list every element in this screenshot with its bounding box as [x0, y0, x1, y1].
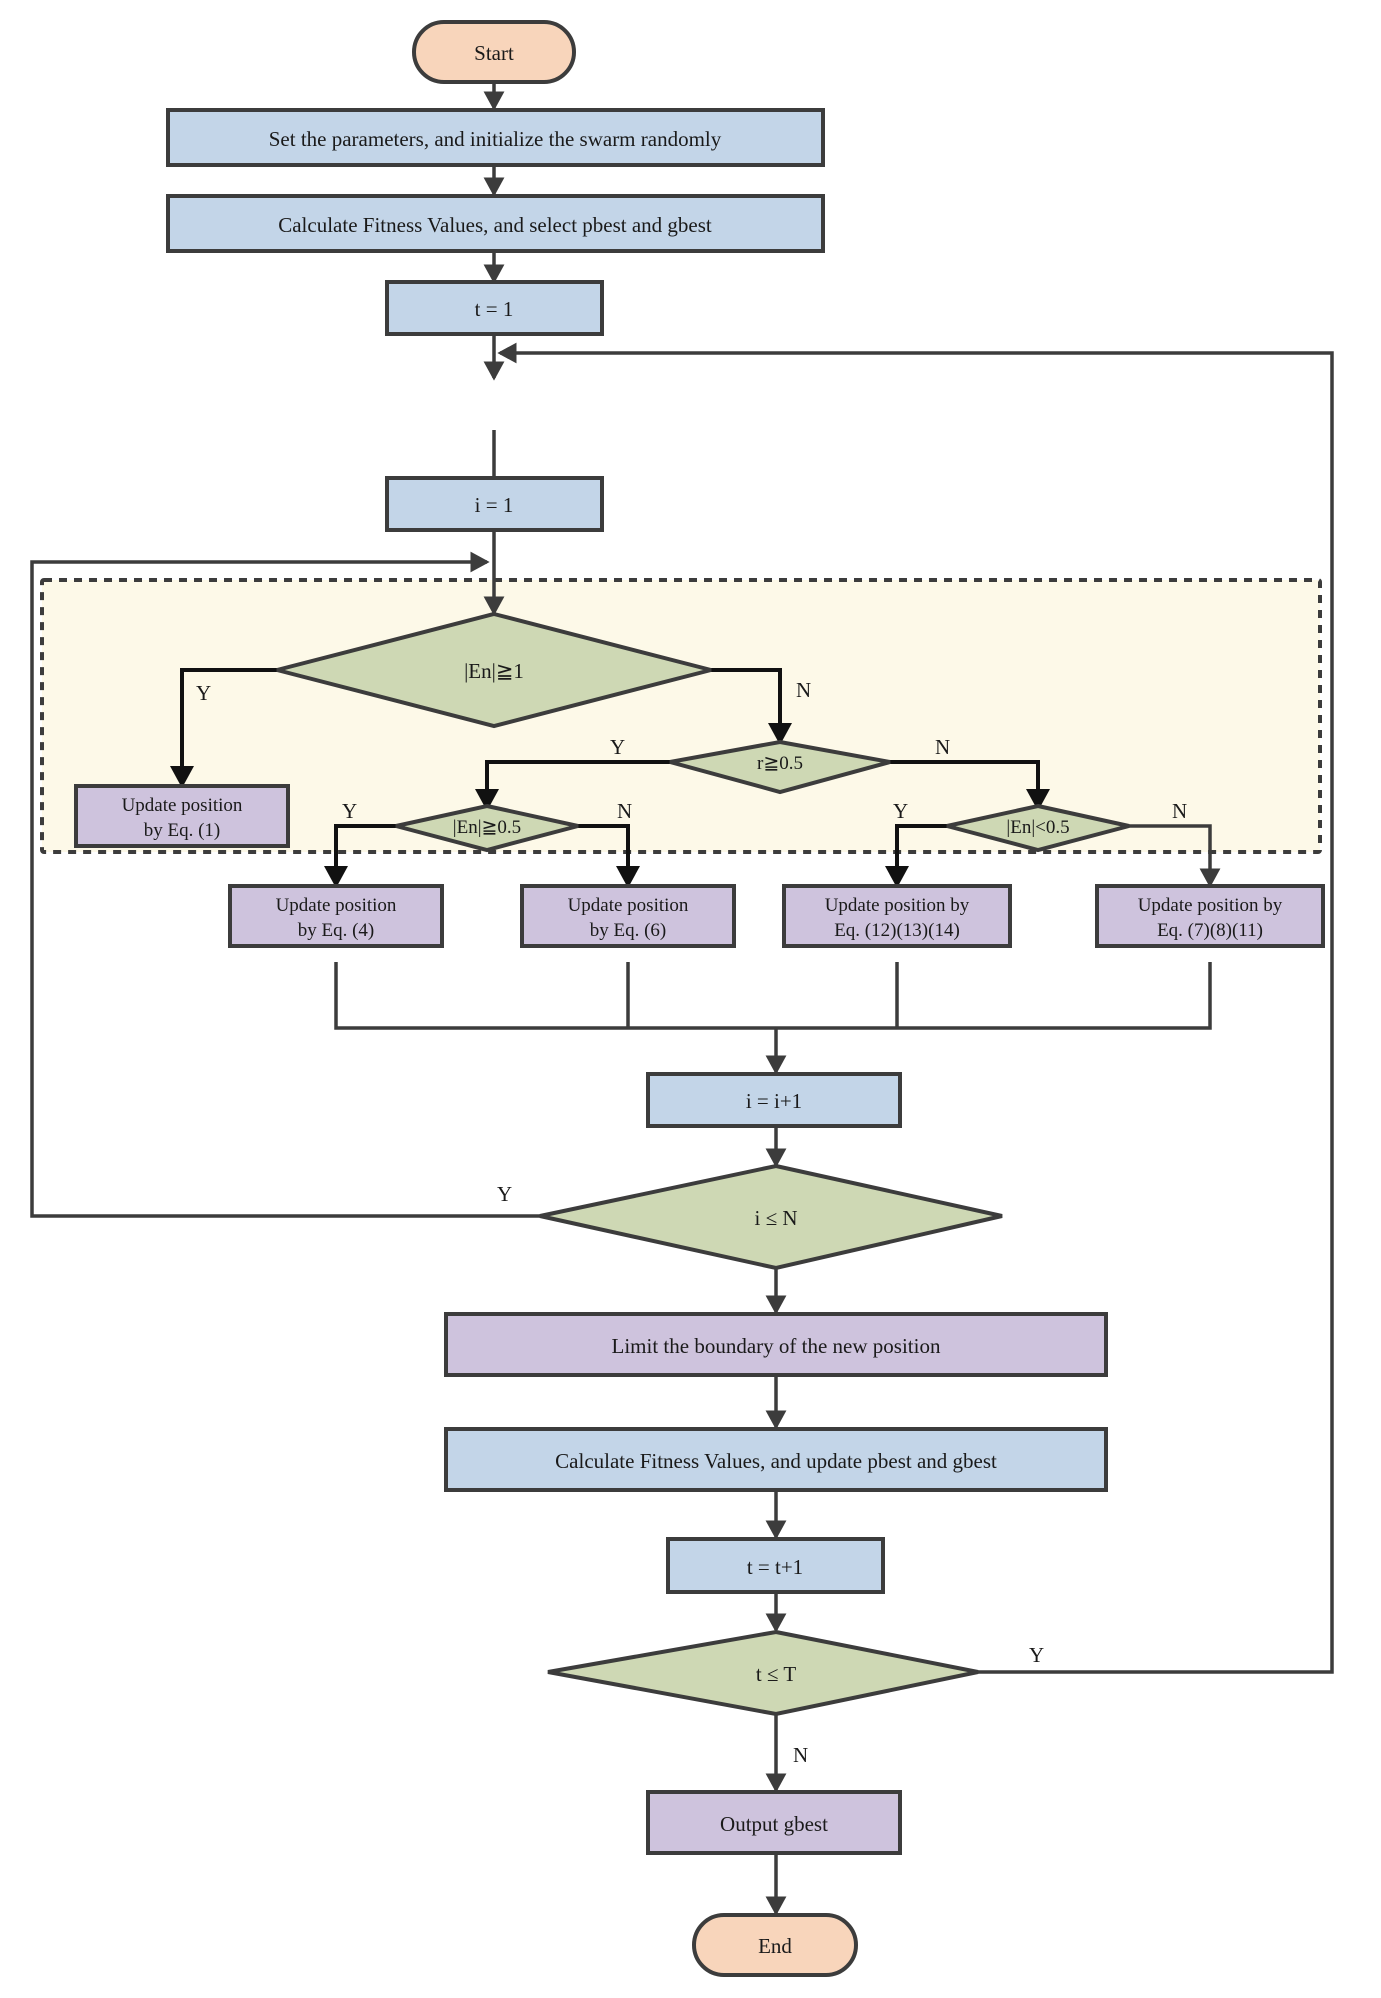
node-limit-boundary: Limit the boundary of the new position	[444, 1312, 1108, 1377]
node-calc-update: Calculate Fitness Values, and update pbe…	[444, 1427, 1108, 1492]
node-update-eq6: Update position by Eq. (6)	[520, 884, 736, 948]
node-t-inc-label: t = t+1	[747, 1555, 803, 1579]
edge-decR05-yes	[475, 760, 672, 811]
edge-decEn05lt-yes	[885, 824, 947, 888]
node-i-init-label: i = 1	[475, 493, 514, 517]
node-t-init: t = 1	[385, 280, 604, 336]
node-decision-en-ge-05: |En|≧0.5	[395, 803, 579, 853]
node-i-inc: i = i+1	[646, 1072, 902, 1128]
node-decision-i-le-n-label: i ≤ N	[754, 1206, 797, 1230]
node-i-init: i = 1	[385, 476, 604, 532]
node-i-inc-label: i = i+1	[746, 1089, 802, 1113]
node-update-eq121314: Update position by Eq. (12)(13)(14)	[782, 884, 1012, 948]
node-calc-update-label: Calculate Fitness Values, and update pbe…	[555, 1449, 997, 1473]
edge-decEn05ge-yes	[324, 824, 396, 888]
edge-decEn1-no	[711, 668, 792, 745]
node-start: Start	[412, 20, 576, 84]
node-decision-t-le-t-label: t ≤ T	[756, 1662, 796, 1686]
node-t-init-label: t = 1	[475, 297, 514, 321]
label-en1-no: N	[796, 678, 811, 702]
node-decision-en-lt-05: |En|<0.5	[946, 803, 1130, 853]
node-update-eq6-line1: Update position	[568, 895, 689, 916]
node-update-eq121314-line1: Update position by	[825, 895, 970, 916]
node-calc-select-label: Calculate Fitness Values, and select pbe…	[278, 213, 712, 237]
edge-tleT-yes-loopback	[497, 342, 1334, 1674]
node-update-eq4-line1: Update position	[276, 895, 397, 916]
label-en05ge-yes: Y	[342, 799, 357, 823]
label-en05ge-no: N	[617, 799, 632, 823]
node-t-inc: t = t+1	[666, 1537, 885, 1594]
node-init: Set the parameters, and initialize the s…	[166, 108, 825, 167]
node-update-eq1-line1: Update position	[122, 795, 243, 816]
node-end: End	[692, 1913, 858, 1977]
label-en05lt-no: N	[1172, 799, 1187, 823]
node-decision-r-ge-05: r≧0.5	[669, 739, 891, 795]
node-update-eq7811: Update position by Eq. (7)(8)(11)	[1095, 884, 1325, 948]
node-init-label: Set the parameters, and initialize the s…	[269, 127, 722, 151]
node-output: Output gbest	[646, 1790, 902, 1855]
node-update-eq4: Update position by Eq. (4)	[228, 884, 444, 948]
node-update-eq7811-line1: Update position by	[1138, 895, 1283, 916]
node-decision-i-le-n: i ≤ N	[539, 1163, 1003, 1271]
node-decision-en-lt-05-label: |En|<0.5	[1006, 817, 1069, 838]
edge-decEn1-yes	[170, 668, 277, 788]
edge-decR05-no	[888, 760, 1050, 811]
node-update-eq1-line2: by Eq. (1)	[144, 820, 221, 841]
node-decision-en-ge-05-label: |En|≧0.5	[453, 817, 521, 838]
edge-merge-rail-eq7811	[776, 962, 1212, 1030]
label-r05-no: N	[935, 735, 950, 759]
node-update-eq7811-line2: Eq. (7)(8)(11)	[1157, 920, 1263, 941]
label-en05lt-yes: Y	[893, 799, 908, 823]
node-update-eq4-line2: by Eq. (4)	[298, 920, 375, 941]
node-end-label: End	[758, 1934, 792, 1958]
node-decision-t-le-t: t ≤ T	[547, 1629, 979, 1717]
node-decision-en-ge-1: |En|≧1	[276, 611, 712, 729]
node-output-label: Output gbest	[720, 1812, 828, 1836]
label-en1-yes: Y	[196, 681, 211, 705]
edge-merge-rail-eq4	[334, 962, 776, 1030]
label-tleT-no: N	[793, 1743, 808, 1767]
node-calc-select: Calculate Fitness Values, and select pbe…	[166, 194, 825, 253]
edge-decEn05lt-no	[1129, 824, 1221, 888]
label-ileN-yes: Y	[497, 1182, 512, 1206]
node-start-label: Start	[474, 41, 514, 65]
edge-decEn05ge-no	[578, 824, 640, 888]
label-r05-yes: Y	[610, 735, 625, 759]
node-update-eq1: Update position by Eq. (1)	[74, 784, 290, 848]
edge-ileN-yes-loopback	[30, 551, 540, 1218]
label-tleT-yes: Y	[1029, 1643, 1044, 1667]
node-limit-boundary-label: Limit the boundary of the new position	[612, 1334, 941, 1358]
node-decision-r-ge-05-label: r≧0.5	[757, 753, 803, 774]
node-decision-en-ge-1-label: |En|≧1	[464, 659, 524, 683]
node-update-eq6-line2: by Eq. (6)	[590, 920, 667, 941]
node-update-eq121314-line2: Eq. (12)(13)(14)	[834, 920, 960, 941]
